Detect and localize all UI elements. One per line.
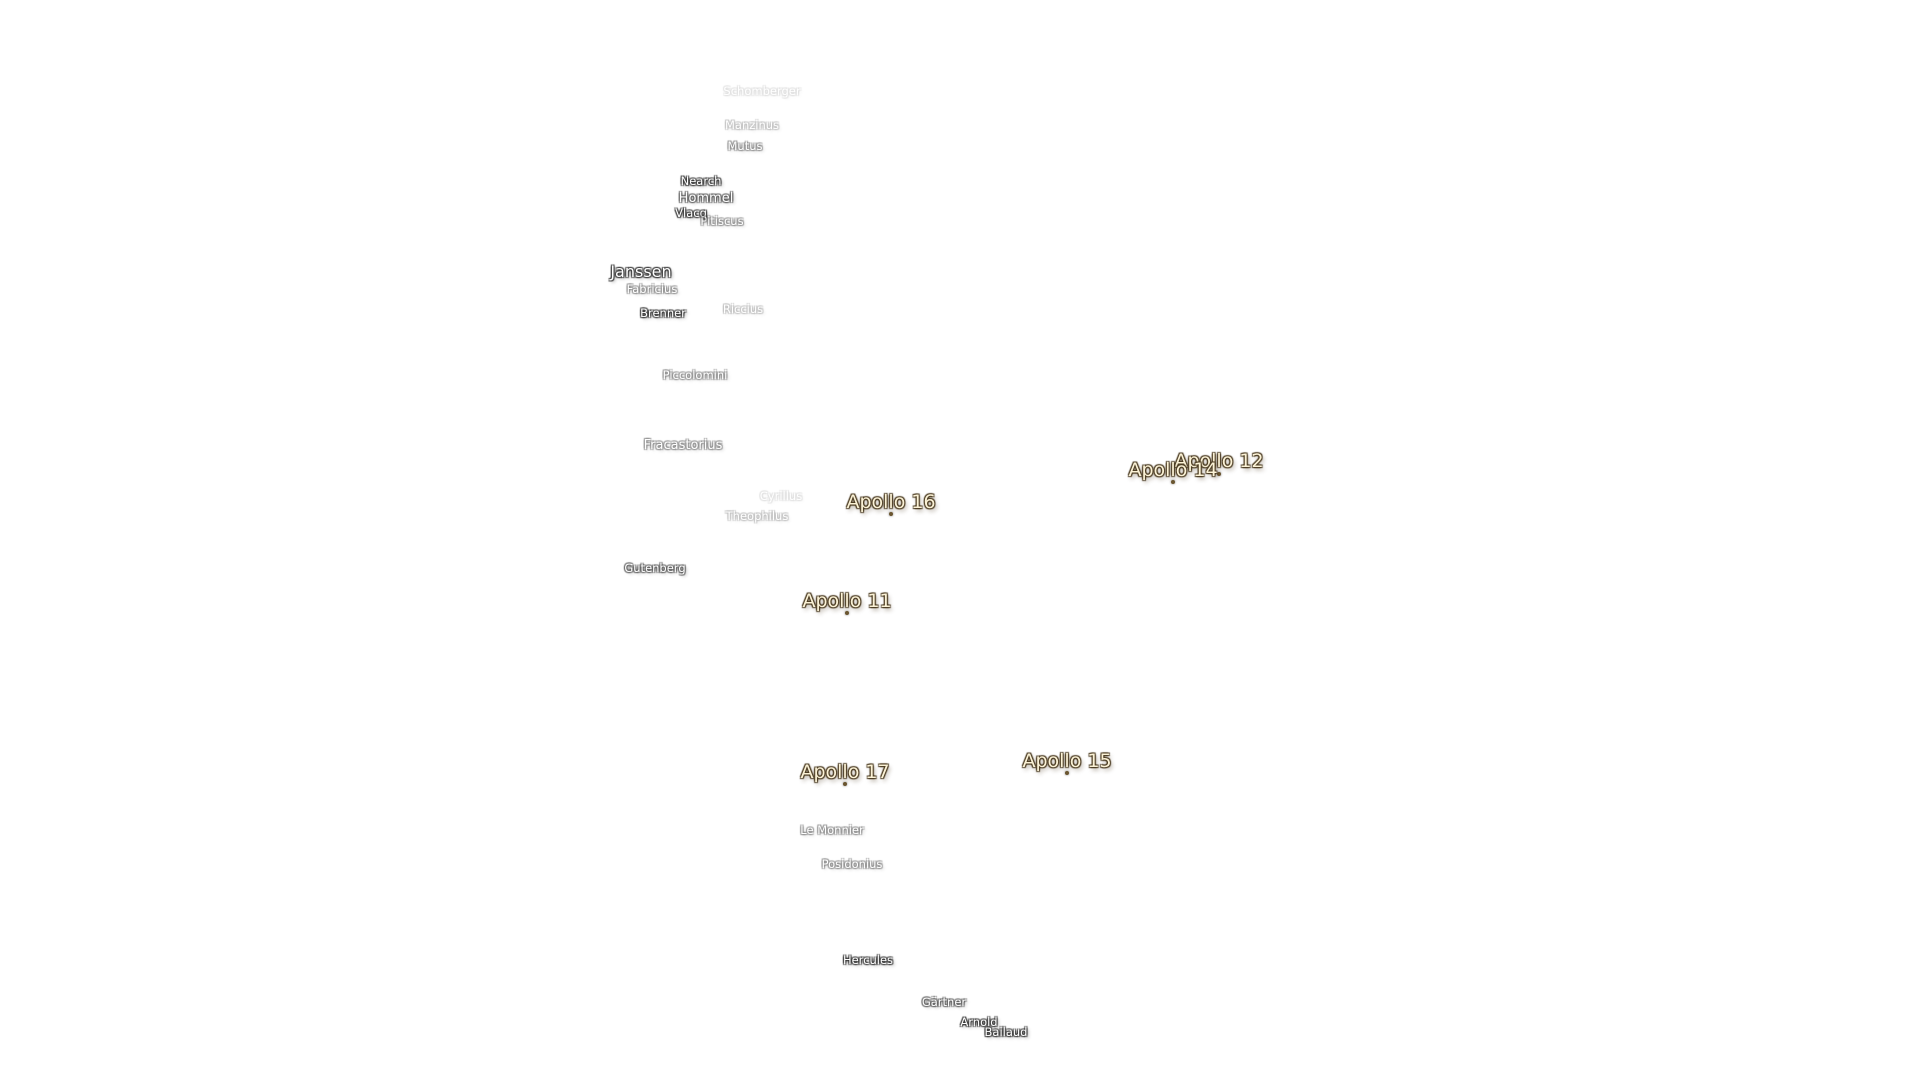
landing-site-apollo-14[interactable]: Apollo 14 — [1128, 459, 1218, 481]
crater-label-brenner: Brenner — [640, 306, 686, 320]
landing-site-apollo-17[interactable]: Apollo 17 — [800, 761, 890, 783]
landing-site-marker-apollo-14[interactable] — [1171, 480, 1175, 484]
crater-label-piccolomini: Piccolomini — [662, 368, 728, 382]
crater-label-gartner: Gärtner — [921, 995, 967, 1009]
crater-label-gutenberg: Gutenberg — [624, 561, 686, 575]
landing-site-marker-apollo-17[interactable] — [843, 782, 847, 786]
crater-label-theophilus: Theophilus — [725, 509, 789, 523]
landing-site-apollo-11[interactable]: Apollo 11 — [802, 590, 892, 612]
crater-label-mutus: Mutus — [727, 139, 763, 153]
landing-site-apollo-16[interactable]: Apollo 16 — [846, 491, 936, 513]
crater-label-fabricius: Fabricius — [626, 282, 678, 296]
crater-label-schomberger: Schomberger — [723, 84, 801, 98]
crater-label-vlacq: Vlacq — [675, 206, 707, 220]
crater-label-arnold: Arnold — [960, 1015, 998, 1029]
landing-site-marker-apollo-12[interactable] — [1217, 472, 1221, 476]
landing-site-marker-apollo-11[interactable] — [845, 611, 849, 615]
landing-site-marker-apollo-16[interactable] — [889, 512, 893, 516]
crater-label-bailaud: Bailaud — [984, 1025, 1028, 1039]
landing-site-marker-apollo-15[interactable] — [1065, 771, 1069, 775]
crater-label-riccius: Riccius — [722, 302, 764, 316]
crater-label-nearch: Nearch — [680, 174, 722, 188]
crater-label-janssen: Janssen — [610, 262, 672, 281]
crater-label-hercules: Hercules — [842, 953, 894, 967]
landing-site-apollo-12[interactable]: Apollo 12 — [1174, 450, 1264, 472]
crater-label-cyrillus: Cyrillus — [759, 489, 803, 503]
landing-site-apollo-15[interactable]: Apollo 15 — [1022, 750, 1112, 772]
crater-label-manzinus: Manzinus — [724, 118, 780, 132]
crater-label-pitiscus: Pitiscus — [700, 214, 744, 228]
crater-label-posidonius: Posidonius — [821, 857, 883, 871]
crater-label-fracastorius: Fracastorius — [643, 438, 723, 453]
crater-label-le-monnier: Le Monnier — [800, 823, 864, 837]
crater-label-hommel: Hommel — [678, 191, 734, 206]
